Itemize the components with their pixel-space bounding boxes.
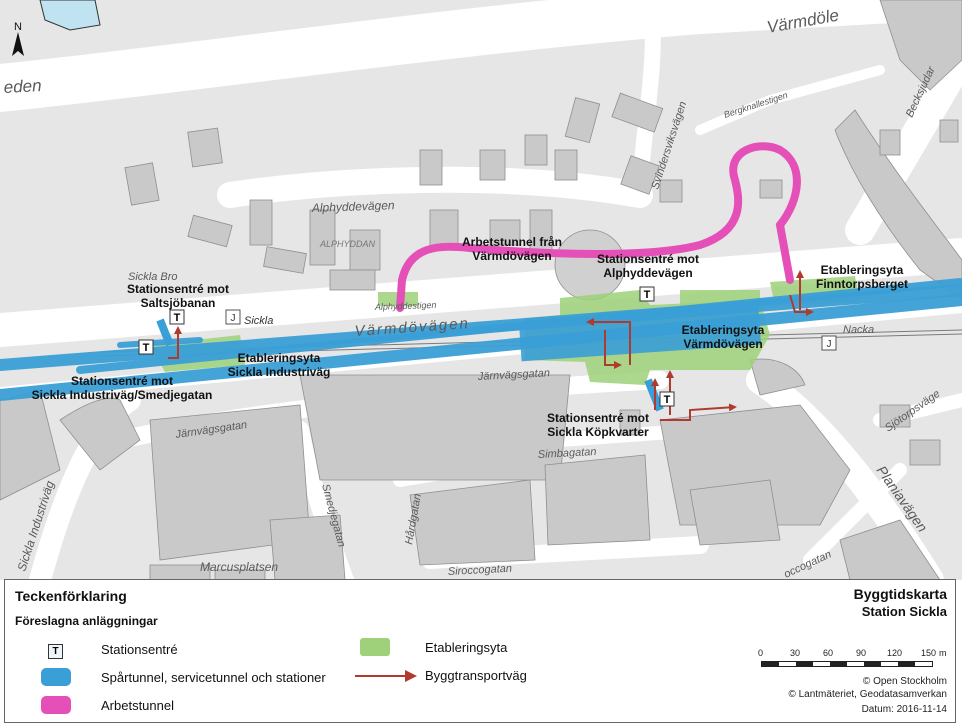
scale-tick: 150 [921,648,937,658]
credit-lantmateriet: © Lantmäteriet, Geodatasamverkan [788,689,947,700]
scale-tick: 60 [823,648,834,658]
svg-text:Stationsentré mot: Stationsentré mot [71,374,173,388]
callout-kopkvarter: Stationsentré mot Sickla Köpkvarter [547,411,649,439]
station-entrance-icon[interactable]: T [659,391,675,407]
legend-transport-label: Byggtransportväg [425,668,527,683]
svg-text:Etableringsyta: Etableringsyta [238,351,321,365]
scale-bar: 0 30 60 90 120 150 m [755,648,947,668]
street-label: Nacka [843,324,874,336]
svg-text:Alphyddevägen: Alphyddevägen [603,266,692,280]
water-area [39,0,101,31]
scale-unit: m [939,648,947,658]
callout-saltsjobanan: Stationsentré mot Saltsjöbanan [127,282,229,310]
street-label: eden [3,76,42,97]
north-arrow-icon: N [12,21,24,56]
map-date: Datum: 2016-11-14 [861,704,947,715]
legend-panel: Teckenförklaring Föreslagna anläggningar… [4,579,956,723]
svg-text:Stationsentré mot: Stationsentré mot [597,252,699,266]
svg-text:J: J [827,339,832,350]
street-label: Järnvägsgatan [477,367,551,383]
svg-text:Etableringsyta: Etableringsyta [821,263,904,277]
svg-text:Stationsentré mot: Stationsentré mot [547,411,649,425]
credit-open-stockholm: © Open Stockholm [862,676,947,687]
legend-site-area-swatch [360,638,390,656]
svg-text:Sickla Köpkvarter: Sickla Köpkvarter [547,425,649,439]
station-platform [518,306,762,362]
street-label: Alphyddestigen [374,300,437,312]
callout-etabl-varmdovagen: Etableringsyta Värmdövägen [682,323,765,351]
callout-alphyddevagen: Stationsentré mot Alphyddevägen [597,252,699,280]
street-label: ALPHYDDAN [319,239,376,249]
street-label: Siroccogatan [448,563,513,578]
svg-text:Saltsjöbanan: Saltsjöbanan [141,296,216,310]
scale-tick: 120 [887,648,903,658]
transport-routes [168,270,814,421]
callout-arbetstunnel: Arbetstunnel från Värmdövägen [462,235,562,263]
rail-station-icon: J [821,335,837,351]
svg-text:Sickla Industriväg/Smedjegatan: Sickla Industriväg/Smedjegatan [32,388,213,402]
legend-station-entrance-label: Stationsentré [101,642,178,657]
map-subtitle: Station Sickla [861,604,947,619]
street-label: Sickla Bro [128,271,178,283]
station-entrance-tunnel [156,318,174,347]
map-title: Byggtidskarta [853,586,947,602]
svg-text:Finntorpsberget: Finntorpsberget [816,277,908,291]
svg-text:Sickla Industriväg: Sickla Industriväg [228,365,331,379]
legend-transport-arrow-icon [355,670,417,682]
scale-tick: 0 [758,648,764,658]
svg-text:Värmdövägen: Värmdövägen [472,249,551,263]
scale-tick: 30 [790,648,801,658]
legend-tunnel-swatch [41,668,71,686]
station-entrance-icon[interactable]: T [138,339,154,355]
entrance-symbol: T [52,646,59,657]
entrance-symbol: T [664,394,671,406]
svg-text:Värmdövägen: Värmdövägen [683,337,762,351]
station-entrance-icon[interactable]: T [169,309,185,325]
svg-text:Stationsentré mot: Stationsentré mot [127,282,229,296]
north-label: N [14,21,22,33]
legend-site-area-label: Etableringsyta [425,640,508,655]
street-label: Marcusplatsen [200,560,278,574]
legend-work-tunnel-swatch [41,696,71,714]
entrance-symbol: T [644,289,651,301]
legend-work-tunnel-label: Arbetstunnel [101,698,174,713]
street-label: Sickla [244,315,273,327]
legend-subtitle: Föreslagna anläggningar [15,614,158,628]
callout-etabl-finntorp: Etableringsyta Finntorpsberget [816,263,908,291]
street-label: Simbagatan [538,446,597,461]
callout-etabl-industrivag: Etableringsyta Sickla Industriväg [228,351,331,379]
svg-text:Arbetstunnel från: Arbetstunnel från [462,235,562,249]
buildings [0,0,962,580]
rail-station-icon: J [225,309,241,325]
legend-tunnel-label: Spårtunnel, servicetunnel och stationer [101,670,326,685]
svg-text:Etableringsyta: Etableringsyta [682,323,765,337]
street-label: Alphyddevägen [311,198,395,215]
legend-station-entrance-icon: T [48,644,63,659]
entrance-symbol: T [174,312,181,324]
map-canvas[interactable]: J J T T T T N Värmdöle eden Svindersviks… [0,0,962,580]
svg-text:J: J [231,313,236,324]
entrance-symbol: T [143,342,150,354]
callout-industrivag-smedjegatan: Stationsentré mot Sickla Industriväg/Sme… [32,374,213,402]
legend-title: Teckenförklaring [15,588,127,604]
station-entrance-icon[interactable]: T [639,286,655,302]
scale-tick: 90 [856,648,867,658]
work-tunnel [396,142,801,312]
